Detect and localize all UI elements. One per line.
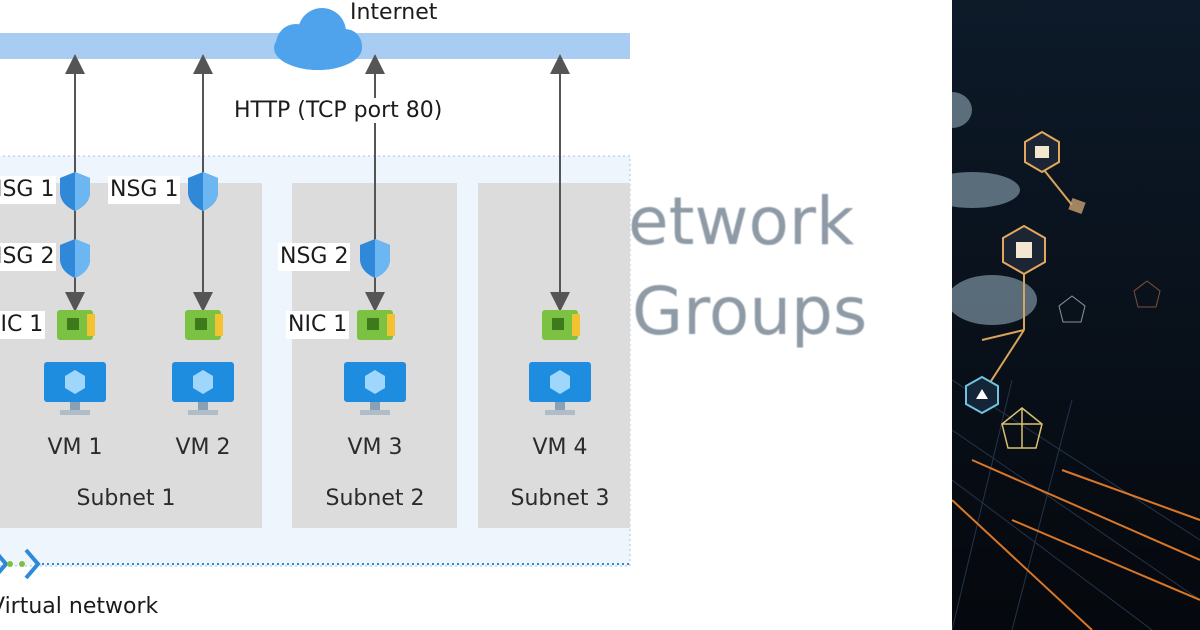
internet-label: Internet bbox=[350, 0, 438, 25]
nsg-label: NSG 2 bbox=[278, 243, 351, 271]
nsg-diagram bbox=[0, 8, 631, 580]
nsg-label: NSG 1 bbox=[108, 176, 181, 204]
nic-icon bbox=[542, 310, 580, 340]
shield-icon bbox=[60, 239, 90, 278]
vm-icon bbox=[44, 362, 106, 415]
subnet-1-box bbox=[0, 183, 262, 528]
cloud-icon bbox=[274, 8, 362, 70]
title-fragment-line-2: Groups bbox=[632, 273, 868, 350]
subnet-label: Subnet 3 bbox=[510, 486, 610, 511]
nsg-label: NSG 2 bbox=[0, 243, 57, 271]
title-fragment-line-1: etwork bbox=[628, 183, 855, 260]
network-node-icon bbox=[1058, 295, 1086, 323]
network-node-icon bbox=[1001, 407, 1043, 449]
vm-label: VM 1 bbox=[47, 435, 103, 460]
subnet-label: Subnet 2 bbox=[325, 486, 425, 511]
cloud-icon bbox=[952, 92, 1037, 325]
subnet-3-box bbox=[478, 183, 630, 528]
network-art bbox=[952, 0, 1200, 630]
nic-icon bbox=[185, 310, 223, 340]
vm-label: VM 2 bbox=[175, 435, 231, 460]
network-illustration bbox=[952, 0, 1200, 630]
vm-label: VM 4 bbox=[532, 435, 588, 460]
lock-node-icon bbox=[1024, 130, 1060, 174]
nsg-label: NSG 1 bbox=[0, 176, 57, 204]
nic-icon bbox=[57, 310, 95, 340]
http-label: HTTP (TCP port 80) bbox=[230, 98, 447, 123]
virtual-network-label: Virtual network bbox=[0, 594, 159, 619]
network-node-icon bbox=[1133, 280, 1161, 308]
shield-icon bbox=[60, 172, 90, 211]
subnet-label: Subnet 1 bbox=[76, 486, 176, 511]
virtual-network-icon bbox=[0, 548, 41, 580]
vm-icon bbox=[529, 362, 591, 415]
nic-label: NIC 1 bbox=[0, 311, 46, 339]
shield-node-icon bbox=[965, 375, 999, 415]
nic-label: NIC 1 bbox=[286, 311, 350, 339]
nic-icon bbox=[357, 310, 395, 340]
vm-icon bbox=[344, 362, 406, 415]
shield-icon bbox=[360, 239, 390, 278]
vm-icon bbox=[172, 362, 234, 415]
vm-label: VM 3 bbox=[347, 435, 403, 460]
lock-node-icon bbox=[1002, 224, 1046, 276]
shield-icon bbox=[188, 172, 218, 211]
